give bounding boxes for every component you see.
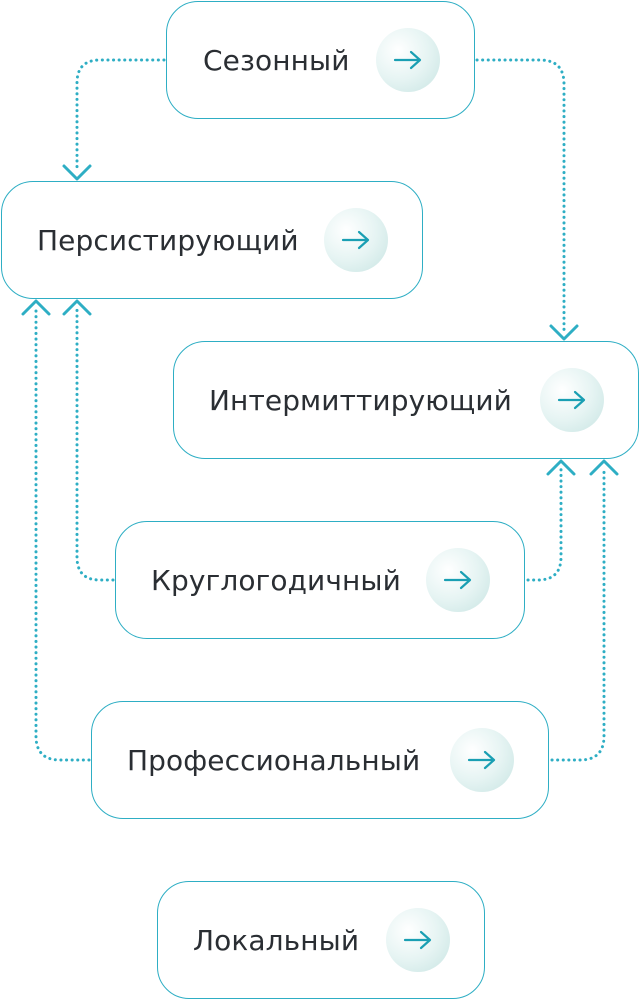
arrowhead-into-persistiruyushchiy-left bbox=[62, 164, 92, 181]
arrow-right-icon[interactable] bbox=[426, 548, 490, 612]
connector-kruglogodichny-to-persistiruyushchiy bbox=[75, 304, 115, 582]
connector-professionalny-to-intermittiruyushchiy bbox=[550, 466, 606, 762]
arrow-right-icon[interactable] bbox=[450, 728, 514, 792]
arrow-right-icon[interactable] bbox=[376, 28, 440, 92]
node-lokalny[interactable]: Локальный bbox=[157, 881, 485, 999]
arrow-right-icon[interactable] bbox=[386, 908, 450, 972]
node-professionalny[interactable]: Профессиональный bbox=[91, 701, 549, 819]
node-label: Сезонный bbox=[203, 43, 350, 77]
connector-sezonny-to-intermittiruyushchiy bbox=[475, 58, 566, 334]
connector-sezonny-to-persistiruyushchiy bbox=[75, 58, 166, 174]
node-label: Локальный bbox=[193, 923, 360, 957]
arrowhead-into-intermittiruyushchiy-top bbox=[549, 324, 579, 341]
arrow-right-icon[interactable] bbox=[540, 368, 604, 432]
node-label: Интермиттирующий bbox=[209, 383, 512, 417]
arrowhead-from-below-intermittiruyushchiy-a bbox=[546, 459, 576, 476]
node-sezonny[interactable]: Сезонный bbox=[166, 1, 475, 119]
node-persistiruyushchiy[interactable]: Персистирующий bbox=[1, 181, 423, 299]
arrowhead-from-below-persistiruyushchiy-a bbox=[62, 299, 92, 316]
connector-professionalny-to-persistiruyushchiy bbox=[34, 304, 91, 762]
node-label: Персистирующий bbox=[37, 223, 299, 257]
node-intermittiruyushchiy[interactable]: Интермиттирующий bbox=[173, 341, 639, 459]
arrow-right-icon[interactable] bbox=[324, 208, 388, 272]
node-label: Профессиональный bbox=[127, 743, 421, 777]
arrowhead-from-below-persistiruyushchiy-b bbox=[21, 299, 51, 316]
node-label: Круглогодичный bbox=[151, 563, 401, 597]
connector-kruglogodichny-to-intermittiruyushchiy bbox=[526, 466, 563, 582]
arrowhead-from-below-intermittiruyushchiy-b bbox=[589, 459, 619, 476]
node-kruglogodichny[interactable]: Круглогодичный bbox=[115, 521, 525, 639]
